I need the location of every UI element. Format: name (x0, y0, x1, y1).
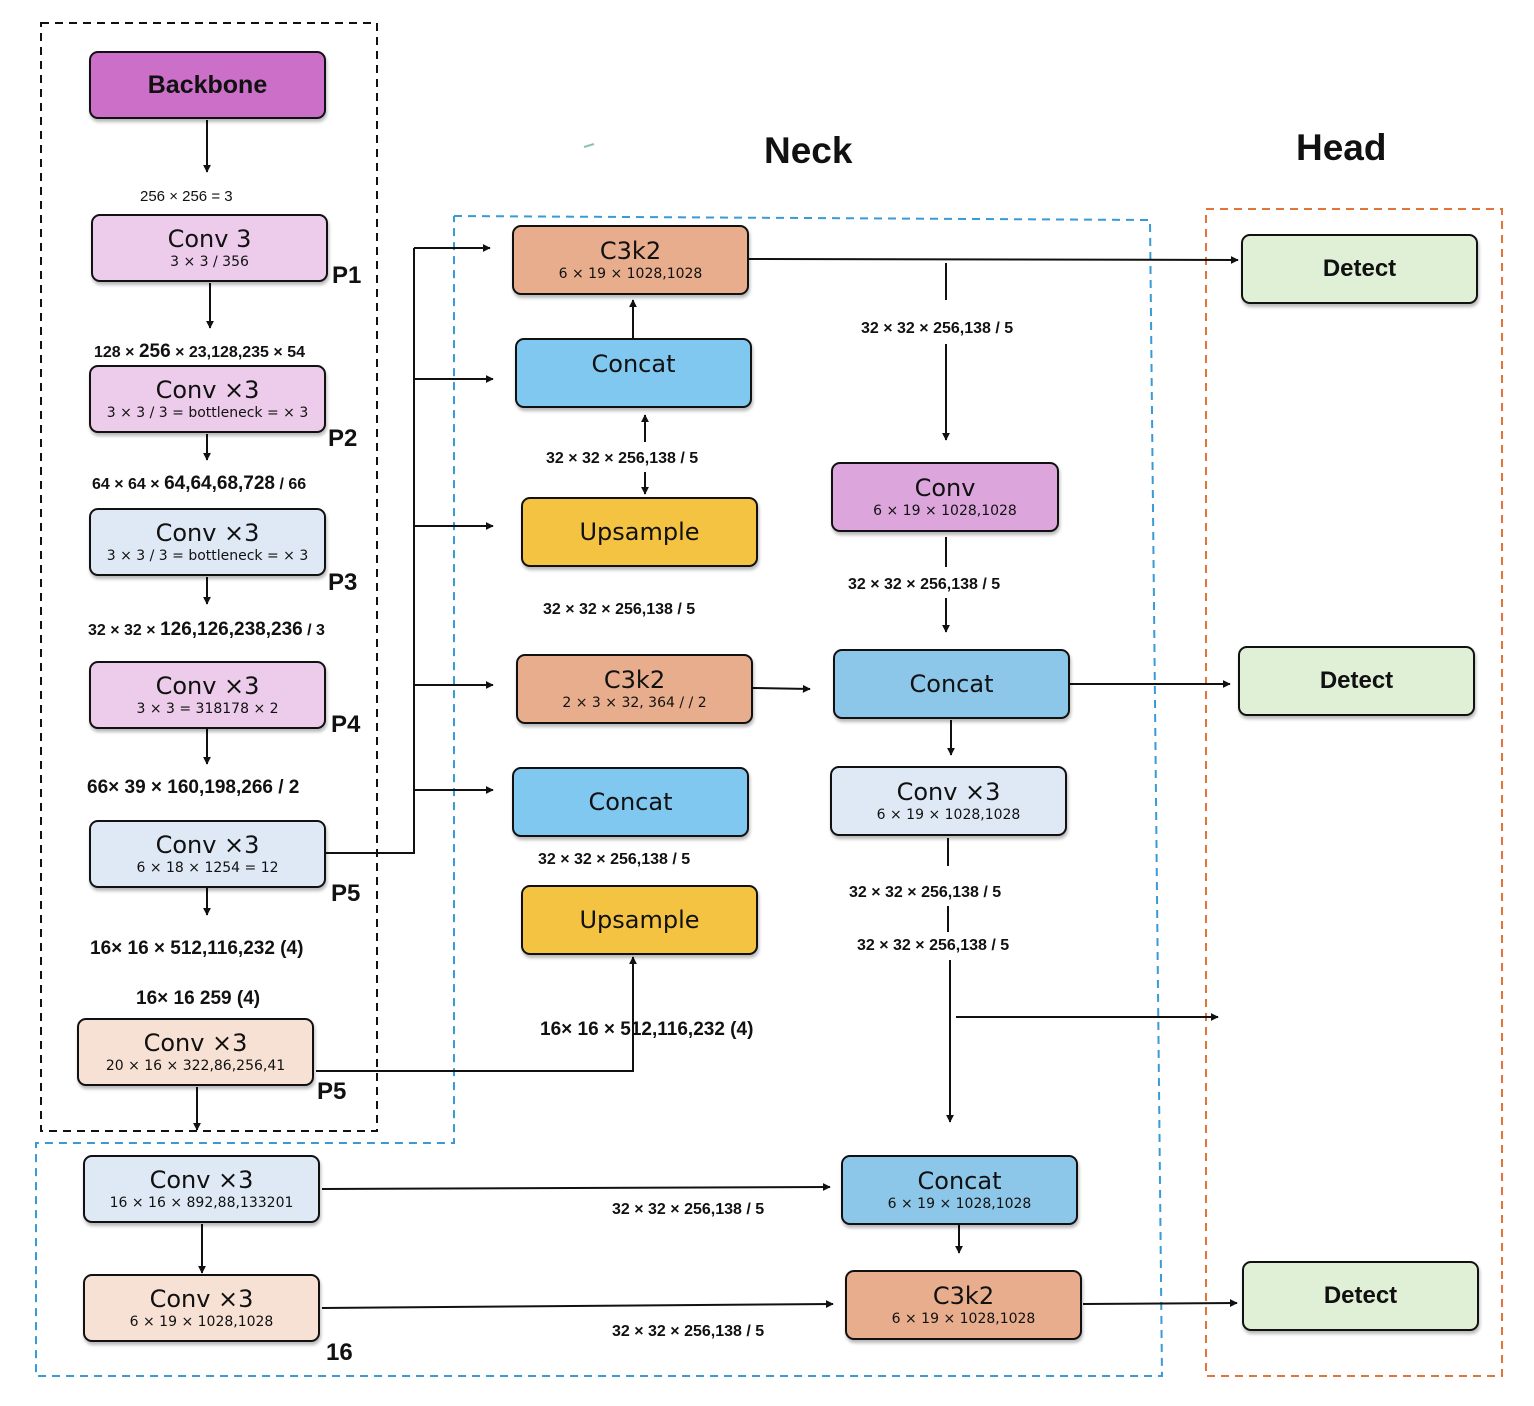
node-title: Conv ×3 (155, 518, 260, 547)
upsample-2-node[interactable]: Upsample (521, 885, 758, 955)
concat-1-node[interactable]: Concat (515, 338, 752, 408)
node-title: Detect (1319, 667, 1394, 694)
conv-x3-bottom-1-node[interactable]: Conv ×3 16 × 16 × 892,88,133201 (83, 1155, 320, 1223)
node-subtitle: 6 × 19 × 1028,1028 (891, 1310, 1036, 1327)
p4-tag: P4 (331, 711, 361, 738)
node-title: C3k2 (932, 1281, 995, 1310)
detect-1-node[interactable]: Detect (1241, 234, 1478, 304)
node-subtitle: 6 × 19 × 1028,1028 (558, 265, 703, 282)
node-subtitle: 6 × 19 × 1028,1028 (887, 1195, 1032, 1212)
node-title: Detect (1323, 1282, 1398, 1309)
p2-tag: P2 (328, 425, 358, 452)
node-title: Conv ×3 (149, 1284, 254, 1313)
node-title: Concat (591, 349, 676, 378)
concat-2-node[interactable]: Concat (512, 767, 749, 837)
input-size-label: 256 × 256 = 3 (140, 188, 233, 205)
node-subtitle: 6 × 19 × 1028,1028 (129, 1313, 274, 1330)
node-title: Concat (588, 787, 673, 816)
conv-neck-node[interactable]: Conv 6 × 19 × 1028,1028 (831, 462, 1059, 532)
conv-concat-label: 32 × 32 × 256,138 / 5 (848, 576, 1001, 593)
node-subtitle: 3 × 3 / 3 = bottleneck = × 3 (106, 404, 309, 421)
node-subtitle: 6 × 18 × 1254 = 12 (136, 859, 279, 876)
c3k2-mid-node[interactable]: C3k2 2 × 3 × 32, 364 / / 2 (516, 654, 753, 724)
conv3-p1-node[interactable]: Conv 3 3 × 3 / 356 (91, 214, 328, 282)
node-subtitle: 3 × 3 = 318178 × 2 (136, 700, 279, 717)
p5-tag: P5 (331, 880, 361, 907)
conv-x3-output-label-2: 32 × 32 × 256,138 / 5 (857, 937, 1010, 954)
node-title: Concat (909, 669, 994, 698)
c3k2-bottom-node[interactable]: C3k2 6 × 19 × 1028,1028 (845, 1270, 1082, 1340)
backbone-label: Backbone (147, 70, 268, 99)
p4-output-label: 66× 39 × 160,198,266 / 2 (87, 777, 300, 798)
conv-x3-p5-node[interactable]: Conv ×3 6 × 18 × 1254 = 12 (89, 820, 326, 888)
backbone-node[interactable]: Backbone (89, 51, 326, 119)
node-title: C3k2 (603, 665, 666, 694)
conv-x3-p5b-node[interactable]: Conv ×3 20 × 16 × 322,86,256,41 (77, 1018, 314, 1086)
node-subtitle: 6 × 19 × 1028,1028 (873, 502, 1017, 519)
detect-3-node[interactable]: Detect (1242, 1261, 1479, 1331)
node-title: C3k2 (599, 236, 662, 265)
neck-title: Neck (764, 130, 853, 171)
p1-output-label: 128 × 256 × 23,128,235 × 54 (94, 341, 305, 362)
bottom1-concat-label: 32 × 32 × 256,138 / 5 (612, 1201, 765, 1218)
upsample2-input-label: 16× 16 × 512,116,232 (4) (540, 1019, 754, 1040)
p3-output-label: 32 × 32 × 126,126,238,236 / 3 (88, 619, 325, 640)
node-subtitle: 6 × 19 × 1028,1028 (876, 806, 1021, 823)
p1-tag: P1 (332, 262, 362, 289)
node-title: Conv ×3 (143, 1028, 248, 1057)
head-frame (1205, 208, 1503, 1377)
node-title: Detect (1322, 255, 1397, 282)
conv-x3-p4-node[interactable]: Conv ×3 3 × 3 = 318178 × 2 (89, 661, 326, 729)
bottom2-c3k2-label: 32 × 32 × 256,138 / 5 (612, 1323, 765, 1340)
node-title: Upsample (579, 517, 700, 546)
tag-16: 16 (326, 1339, 353, 1366)
p5b-input-label: 16× 16 259 (4) (136, 988, 261, 1009)
upsample-1-node[interactable]: Upsample (521, 497, 758, 567)
node-title: Conv (914, 473, 976, 502)
c3k2-top-node[interactable]: C3k2 6 × 19 × 1028,1028 (512, 225, 749, 295)
node-subtitle: 3 × 3 / 3 = bottleneck = × 3 (106, 547, 309, 564)
node-title: Conv ×3 (155, 830, 260, 859)
backbone-frame (40, 22, 378, 1132)
p5b-tag: P5 (317, 1078, 347, 1105)
detect-2-node[interactable]: Detect (1238, 646, 1475, 716)
p3-tag: P3 (328, 569, 358, 596)
node-title: Conv 3 (167, 224, 252, 253)
concat2-output-label: 32 × 32 × 256,138 / 5 (538, 851, 691, 868)
conv-x3-p3-node[interactable]: Conv ×3 3 × 3 / 3 = bottleneck = × 3 (89, 508, 326, 576)
conv-x3-bottom-2-node[interactable]: Conv ×3 6 × 19 × 1028,1028 (83, 1274, 320, 1342)
upsample-output-label: 32 × 32 × 256,138 / 5 (543, 601, 696, 618)
p2-output-label: 64 × 64 × 64,64,68,728 / 66 (92, 473, 307, 494)
c3k2-conv-label: 32 × 32 × 256,138 / 5 (861, 320, 1014, 337)
concat-mid-node[interactable]: Concat (833, 649, 1070, 719)
p5-output-label: 16× 16 × 512,116,232 (4) (90, 938, 304, 959)
node-title: Conv ×3 (155, 671, 260, 700)
node-subtitle: 2 × 3 × 32, 364 / / 2 (562, 694, 707, 711)
concat-upsample-label: 32 × 32 × 256,138 / 5 (546, 450, 699, 467)
node-title: Upsample (579, 905, 700, 934)
node-subtitle: 20 × 16 × 322,86,256,41 (105, 1057, 286, 1074)
conv-x3-neck-node[interactable]: Conv ×3 6 × 19 × 1028,1028 (830, 766, 1067, 836)
neck-frame (35, 215, 1164, 1377)
node-title: Concat (917, 1166, 1002, 1195)
conv-x3-output-label-1: 32 × 32 × 256,138 / 5 (849, 884, 1002, 901)
head-title: Head (1296, 127, 1387, 168)
conv-x3-p2-node[interactable]: Conv ×3 3 × 3 / 3 = bottleneck = × 3 (89, 365, 326, 433)
node-title: Conv ×3 (155, 375, 260, 404)
concat-bottom-node[interactable]: Concat 6 × 19 × 1028,1028 (841, 1155, 1078, 1225)
node-subtitle: 3 × 3 / 356 (170, 253, 249, 270)
node-subtitle: 16 × 16 × 892,88,133201 (109, 1194, 294, 1211)
node-title: Conv ×3 (896, 777, 1001, 806)
node-title: Conv ×3 (149, 1165, 254, 1194)
